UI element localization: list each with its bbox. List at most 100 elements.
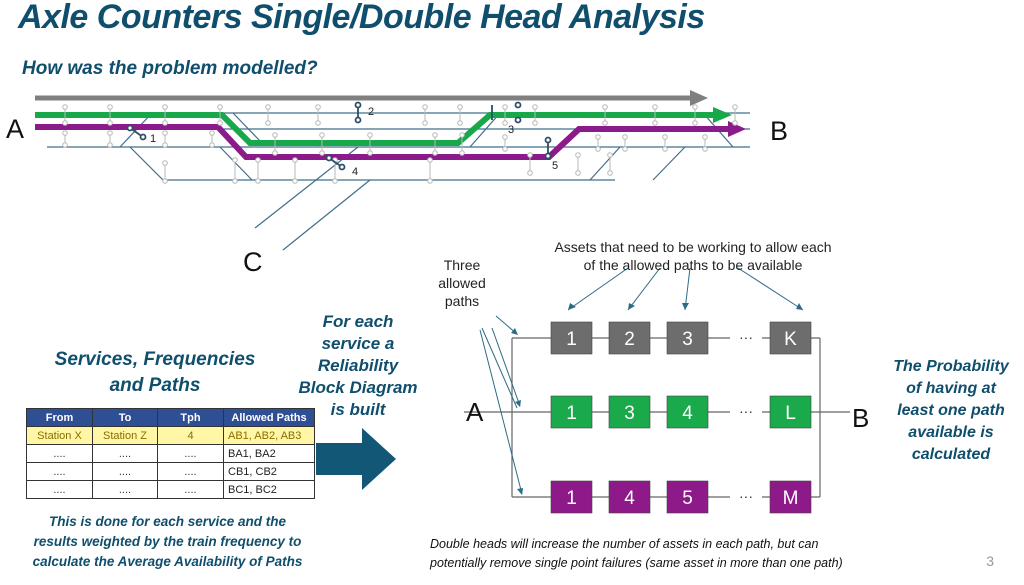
column-header-to: To xyxy=(92,408,158,427)
services-note-line: results weighted by the train frequency … xyxy=(33,534,302,549)
rbd-block-green xyxy=(550,395,593,429)
services-note: This is done for each service and the re… xyxy=(0,512,335,572)
rbd-block-grey xyxy=(608,321,651,355)
column-header-allowed-paths: Allowed Paths xyxy=(223,408,315,427)
axle-counter-head xyxy=(662,134,668,140)
ellipsis: ··· xyxy=(739,403,753,419)
rbd-caption-line: is built xyxy=(330,400,386,419)
rbd-block-label: 3 xyxy=(624,403,635,424)
axle-counter-head xyxy=(367,132,373,138)
axle-counter-head xyxy=(457,104,463,110)
asset-label: 3 xyxy=(508,124,514,136)
rbd-block-purple xyxy=(666,480,709,514)
cell-from: Station X xyxy=(26,426,93,445)
axle-counter-head xyxy=(315,120,321,126)
table-row: .... .... .... BA1, BA2 xyxy=(26,444,315,463)
cell-to: .... xyxy=(92,462,158,481)
axle-counter-head xyxy=(272,150,278,156)
rbd-caption-line: For each xyxy=(322,312,394,331)
branch-line xyxy=(282,179,371,251)
rbd-block-green xyxy=(608,395,651,429)
crossover xyxy=(469,112,501,148)
rbd-block-purple xyxy=(769,480,812,514)
footer-note-line: potentially remove single point failures… xyxy=(430,556,843,570)
axle-counter-head xyxy=(527,170,533,176)
rbd-block-purple xyxy=(550,480,593,514)
rbd-caption-line: service a xyxy=(321,334,395,353)
ellipsis-gap xyxy=(730,335,762,341)
axle-counter-head xyxy=(732,104,738,110)
column-header-tph: Tph xyxy=(157,408,224,427)
axle-counter-head xyxy=(209,130,215,136)
axle-counter-head xyxy=(107,104,113,110)
axle-counter-head xyxy=(107,120,113,126)
axle-counter-head xyxy=(422,104,428,110)
axle-counter-head xyxy=(652,104,658,110)
axle-counter-head xyxy=(532,120,538,126)
axle-counter-head xyxy=(692,104,698,110)
paths-caption-line: Three xyxy=(444,257,481,273)
green-arrowhead xyxy=(713,107,732,123)
axle-counter-head xyxy=(319,150,325,156)
endpoint-a-label: A xyxy=(6,114,24,144)
ellipsis-gap xyxy=(730,409,762,415)
cell-paths: AB1, AB2, AB3 xyxy=(223,426,315,445)
assets-caption-line: Assets that need to be working to allow … xyxy=(554,239,831,255)
axle-counter-head xyxy=(622,134,628,140)
table-row: Station X Station Z 4 AB1, AB2, AB3 xyxy=(26,426,315,445)
rbd-block-label: 1 xyxy=(566,488,577,509)
axle-counter-head xyxy=(315,104,321,110)
rbd-caption-line: Block Diagram xyxy=(298,378,418,397)
rbd-block-label: 2 xyxy=(624,329,635,350)
axle-counter-head xyxy=(162,160,168,166)
axle-counter-head xyxy=(162,120,168,126)
axle-counter-head xyxy=(662,146,668,152)
services-heading-line: Services, Frequencies xyxy=(54,349,256,370)
paths-caption-line: paths xyxy=(445,293,479,309)
axle-counter-head xyxy=(432,132,438,138)
axle-counter-head xyxy=(265,120,271,126)
highlighted-axle-counters xyxy=(126,101,552,171)
probability-caption-line: The Probability xyxy=(893,358,1009,375)
rbd-block-green xyxy=(666,395,709,429)
green-path-arrow xyxy=(35,112,715,146)
rbd-block-label: M xyxy=(783,488,799,509)
endpoint-b-label: B xyxy=(770,116,788,146)
axle-counter-head xyxy=(162,178,168,184)
slide-title: Axle Counters Single/Double Head Analysi… xyxy=(18,0,705,36)
rbd-caption: For each service a Reliability Block Dia… xyxy=(283,311,433,421)
axle-counter-head xyxy=(162,104,168,110)
axle-counter-head xyxy=(595,134,601,140)
probability-caption-line: available is xyxy=(908,424,994,441)
axle-counter-head xyxy=(162,142,168,148)
probability-caption-line: of having at xyxy=(906,380,996,397)
rbd-caption-line: Reliability xyxy=(317,356,399,375)
axle-counter-head xyxy=(255,157,261,163)
axle-counter-head xyxy=(532,104,538,110)
ellipsis-gap xyxy=(730,494,762,500)
axle-counter-head xyxy=(502,146,508,152)
rbd-block-label: 4 xyxy=(624,488,635,509)
axle-counter-head xyxy=(217,104,223,110)
axle-counter-head xyxy=(607,152,613,158)
axle-counter-head xyxy=(232,178,238,184)
annotation-arrowheads xyxy=(511,303,803,495)
axle-counter-head xyxy=(457,120,463,126)
axle-counter-head xyxy=(575,170,581,176)
assets-caption-line: of the allowed paths to be available xyxy=(584,257,803,273)
axle-counter-head xyxy=(527,152,533,158)
axle-counter-head xyxy=(265,104,271,110)
axle-counter-head xyxy=(427,157,433,163)
rbd-block-grey xyxy=(550,321,593,355)
cell-to: Station Z xyxy=(92,426,158,445)
axle-counter-head xyxy=(502,134,508,140)
services-note-line: calculate the Average Availability of Pa… xyxy=(32,554,303,569)
cell-from: .... xyxy=(26,480,93,499)
cell-to: .... xyxy=(92,444,158,463)
footer-note: Double heads will increase the number of… xyxy=(430,535,843,573)
axle-counter-head xyxy=(702,146,708,152)
axle-counter-head xyxy=(209,142,215,148)
cell-tph: .... xyxy=(157,444,224,463)
